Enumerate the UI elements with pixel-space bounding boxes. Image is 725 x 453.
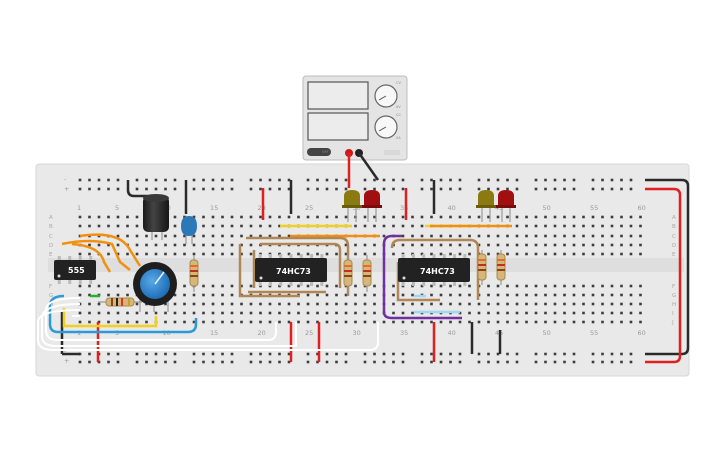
ic-74hc73-1-label: 74HC73: [276, 267, 311, 276]
electrolytic-capacitor[interactable]: [143, 194, 169, 240]
row-letter-left-f: F: [49, 284, 52, 290]
row-letter-left-e: E: [49, 252, 53, 258]
column-number-bottom-35: 35: [400, 329, 408, 337]
column-number-top-1: 1: [77, 204, 81, 212]
column-number-bottom-40: 40: [448, 329, 456, 337]
row-letter-right-b: B: [672, 224, 676, 230]
top-jumpers: [126, 180, 436, 220]
column-number-top-15: 15: [210, 204, 218, 212]
power-supply[interactable]: CV CC 0V 0A OFF: [302, 75, 408, 161]
led-yellow-1[interactable]: [342, 190, 362, 222]
row-letter-right-a: A: [672, 215, 676, 221]
ceramic-capacitor[interactable]: [181, 216, 197, 244]
purple-wire[interactable]: [382, 234, 462, 320]
column-number-bottom-50: 50: [543, 329, 551, 337]
resistor-555-horizontal[interactable]: [98, 297, 142, 307]
resistor-vertical-5[interactable]: [496, 250, 506, 285]
ic-74hc73-1[interactable]: 74HC73: [255, 254, 327, 286]
rail-wire-red-right[interactable]: [645, 187, 682, 364]
led-red-2[interactable]: [496, 190, 516, 222]
rail-marker-minus-top: -: [64, 175, 67, 183]
column-number-top-25: 25: [305, 204, 313, 212]
ic-555[interactable]: 555: [54, 256, 96, 284]
column-number-top-55: 55: [590, 204, 598, 212]
ic-555-label: 555: [68, 266, 85, 275]
column-number-bottom-25: 25: [305, 329, 313, 337]
rail-marker-plus-bottom: +: [64, 357, 69, 365]
rail-wire-black-right[interactable]: [645, 178, 690, 356]
resistor-vertical-1[interactable]: [189, 255, 199, 292]
yellow-wire-bottom[interactable]: [62, 308, 158, 328]
potentiometer[interactable]: [133, 262, 177, 312]
psu-mark-lower: 0A: [396, 136, 401, 140]
row-letter-right-e: E: [672, 252, 676, 258]
psu-black-lead: [357, 152, 380, 181]
row-letter-right-f: F: [672, 284, 675, 290]
row-letter-left-d: D: [49, 243, 53, 249]
voltage-display: [307, 81, 369, 110]
rail-marker-plus-top: +: [64, 185, 69, 193]
brown-wires-counter-1[interactable]: [238, 236, 350, 298]
row-letter-right-g: G: [672, 293, 676, 299]
led-yellow-2[interactable]: [476, 190, 496, 222]
orange-wires-555[interactable]: [61, 233, 142, 273]
blue-wire[interactable]: [48, 294, 198, 334]
column-number-bottom-30: 30: [353, 329, 361, 337]
column-number-top-20: 20: [258, 204, 266, 212]
psu-mark-upper: 0V: [396, 105, 401, 109]
row-letter-right-d: D: [672, 243, 676, 249]
row-letter-left-g: G: [49, 293, 53, 299]
column-number-top-40: 40: [448, 204, 456, 212]
white-wires[interactable]: [37, 297, 379, 351]
column-number-bottom-15: 15: [210, 329, 218, 337]
psu-label-cv: CV: [396, 81, 401, 85]
psu-label-cc: CC: [396, 113, 401, 117]
row-letter-right-j: J: [671, 320, 674, 326]
row-letter-left-a: A: [49, 215, 53, 221]
resistor-vertical-2[interactable]: [343, 255, 353, 292]
row-letter-left-c: C: [49, 234, 53, 240]
resistor-vertical-3[interactable]: [362, 255, 372, 292]
column-number-top-50: 50: [543, 204, 551, 212]
led-red-1[interactable]: [362, 190, 382, 222]
column-number-bottom-20: 20: [258, 329, 266, 337]
column-number-top-60: 60: [638, 204, 646, 212]
column-number-top-5: 5: [115, 204, 119, 212]
column-number-bottom-60: 60: [638, 329, 646, 337]
row-letter-right-i: I: [672, 311, 674, 317]
column-number-bottom-55: 55: [590, 329, 598, 337]
ic-74hc73-2[interactable]: 74HC73: [398, 254, 470, 286]
row-letter-left-b: B: [49, 224, 53, 230]
power-switch[interactable]: [307, 148, 331, 156]
resistor-vertical-4[interactable]: [477, 250, 487, 285]
row-letter-right-c: C: [672, 234, 676, 240]
current-display: [307, 112, 369, 141]
ic-74hc73-2-label: 74HC73: [420, 267, 455, 276]
column-number-top-35: 35: [400, 204, 408, 212]
power-switch-label: OFF: [322, 150, 329, 154]
row-letter-right-h: H: [672, 302, 676, 308]
